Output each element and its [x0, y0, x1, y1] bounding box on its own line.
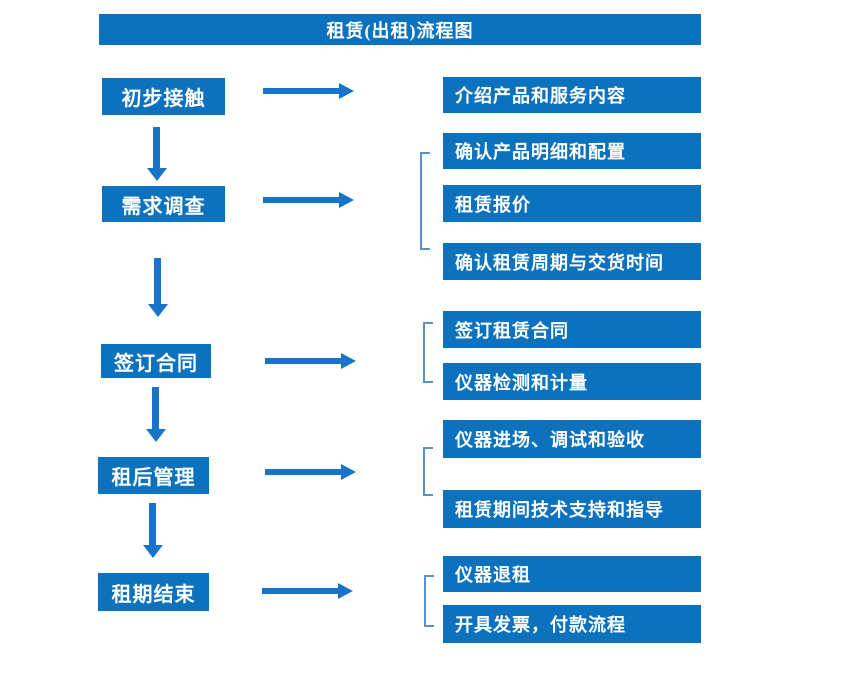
group-bracket	[424, 575, 434, 627]
arrow-right-icon	[263, 192, 354, 208]
detail-box-instrument-entry-debug-acceptance: 仪器进场、调试和验收	[443, 420, 701, 458]
step-box-post-rental-management: 租后管理	[98, 457, 209, 494]
flowchart-title: 租赁(出租)流程图	[99, 14, 701, 45]
arrow-right-icon	[265, 353, 356, 369]
step-box-rental-end: 租期结束	[98, 573, 209, 611]
detail-box-instrument-testing-metering: 仪器检测和计量	[443, 363, 701, 400]
arrow-right-icon	[263, 83, 354, 99]
detail-box-rental-quotation: 租赁报价	[443, 185, 701, 222]
detail-box-technical-support-guidance: 租赁期间技术支持和指导	[443, 490, 701, 528]
detail-box-confirm-rental-period-delivery: 确认租赁周期与交货时间	[443, 243, 701, 280]
step-box-demand-survey: 需求调查	[102, 186, 225, 222]
arrow-down-icon	[147, 127, 167, 181]
arrow-down-icon	[146, 387, 166, 442]
arrow-right-icon	[262, 583, 353, 599]
detail-box-sign-rental-contract: 签订租赁合同	[443, 311, 701, 348]
detail-box-invoice-payment-process: 开具发票，付款流程	[443, 605, 701, 643]
step-box-sign-contract: 签订合同	[101, 344, 211, 378]
arrow-right-icon	[265, 464, 356, 480]
arrow-down-icon	[143, 503, 163, 558]
step-box-initial-contact: 初步接触	[102, 78, 225, 115]
group-bracket	[423, 447, 433, 496]
detail-box-introduce-products-services: 介绍产品和服务内容	[443, 77, 701, 113]
group-bracket	[423, 322, 433, 383]
group-bracket	[420, 152, 430, 250]
arrow-down-icon	[148, 258, 168, 317]
detail-box-confirm-product-details: 确认产品明细和配置	[443, 133, 701, 169]
detail-box-instrument-return: 仪器退租	[443, 556, 701, 592]
